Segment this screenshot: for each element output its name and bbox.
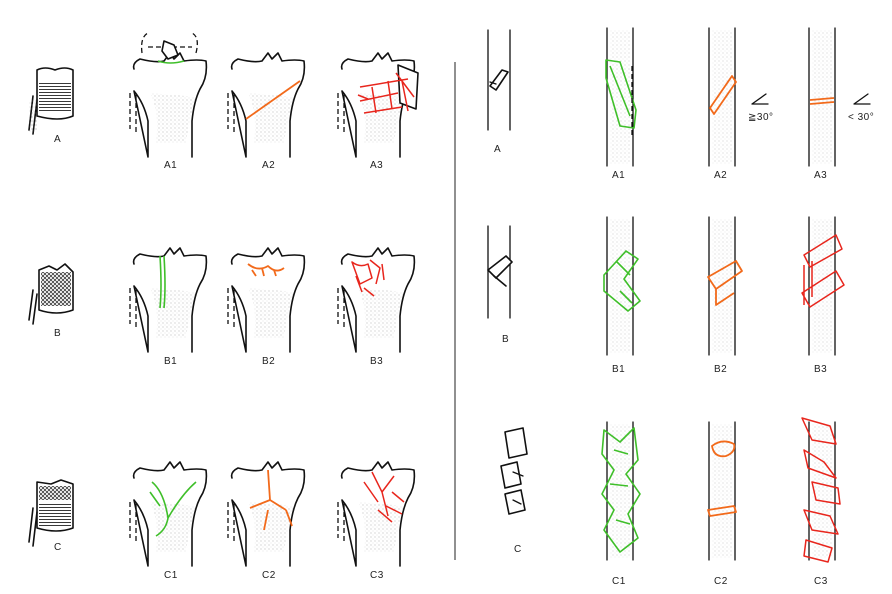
right-a1-label: A1 (612, 170, 625, 181)
right-b2-label: B2 (714, 364, 727, 375)
right-row-label-b: B (502, 334, 509, 345)
left-row-a-reference (29, 68, 73, 134)
right-c3-illustration (802, 418, 840, 562)
right-a2-illustration (709, 28, 736, 166)
left-b1-label: B1 (164, 356, 177, 367)
right-b1-illustration (604, 217, 640, 355)
left-row-c-reference (29, 480, 73, 546)
left-c2-label: C2 (262, 570, 276, 581)
right-row-c-reference (501, 428, 527, 514)
left-a1-label: A1 (164, 160, 177, 171)
right-c3-label: C3 (814, 576, 828, 587)
left-a3-label: A3 (370, 160, 383, 171)
left-c3-label: C3 (370, 570, 384, 581)
left-b1-illustration (130, 248, 206, 352)
left-row-label-a: A (54, 134, 61, 145)
left-row-b-reference (29, 264, 73, 324)
angle-icon-ge-30 (752, 94, 768, 104)
left-row-label-b: B (54, 328, 61, 339)
left-row-label-c: C (54, 542, 62, 553)
right-row-label-a: A (494, 144, 501, 155)
right-c2-label: C2 (714, 576, 728, 587)
left-b2-label: B2 (262, 356, 275, 367)
left-c1-illustration (130, 462, 206, 566)
right-row-a-reference (488, 30, 510, 130)
left-c3-illustration (338, 462, 414, 566)
right-row-label-c: C (514, 544, 522, 555)
angle-label-lt-30: < 30° (848, 112, 874, 123)
right-row-b-reference (488, 226, 512, 318)
left-c2-illustration (228, 462, 304, 566)
left-b3-label: B3 (370, 356, 383, 367)
right-b1-label: B1 (612, 364, 625, 375)
right-a3-illustration (809, 28, 835, 166)
left-a2-label: A2 (262, 160, 275, 171)
left-a1-illustration (130, 33, 206, 157)
right-b3-label: B3 (814, 364, 827, 375)
right-b2-illustration (708, 217, 742, 355)
right-a1-illustration (606, 28, 636, 166)
right-a2-label: A2 (714, 170, 727, 181)
angle-label-ge-30: ≧30° (748, 112, 774, 123)
right-c2-illustration (708, 422, 736, 560)
left-c1-label: C1 (164, 570, 178, 581)
right-c1-illustration (602, 422, 640, 560)
left-b2-illustration (228, 248, 304, 352)
left-b3-illustration (338, 248, 414, 352)
right-b3-illustration (802, 217, 844, 355)
angle-icon-lt-30 (854, 94, 870, 104)
right-a3-label: A3 (814, 170, 827, 181)
left-a2-illustration (228, 53, 304, 157)
left-a3-illustration (338, 53, 418, 157)
right-c1-label: C1 (612, 576, 626, 587)
